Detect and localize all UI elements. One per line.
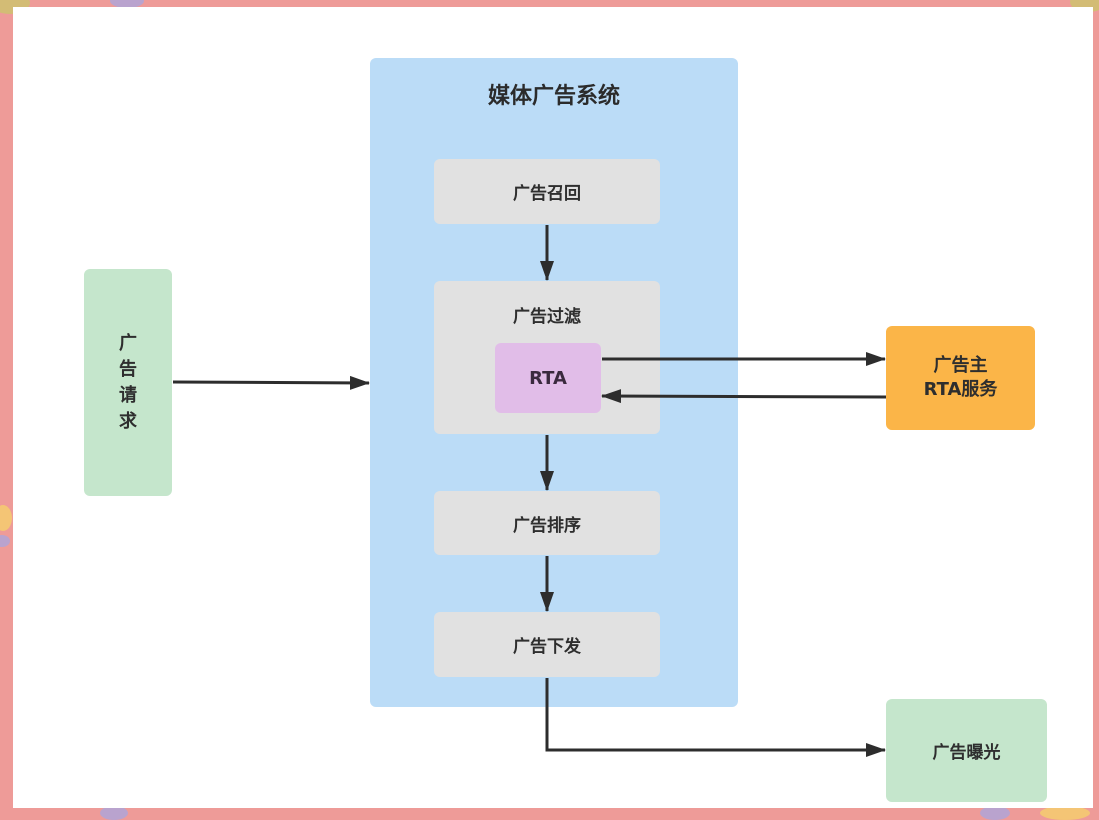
- ad-request-node: 广 告 请 求: [84, 269, 172, 496]
- media-ad-system-title: 媒体广告系统: [487, 84, 620, 109]
- advertiser-label: 广告主: [933, 355, 988, 376]
- advertiser-rta-service-node: 广告主 RTA服务: [886, 326, 1035, 430]
- border-decoration: [980, 806, 1010, 820]
- rta-service-label: RTA服务: [923, 379, 998, 400]
- border-decoration: [0, 505, 12, 531]
- ad-delivery-node: 广告下发: [434, 612, 660, 677]
- rta-node: RTA: [495, 343, 601, 413]
- ad-request-char: 请: [119, 384, 137, 406]
- ad-filter-label: 广告过滤: [513, 307, 581, 327]
- ad-request-char: 告: [119, 358, 137, 380]
- ad-ranking-node: 广告排序: [434, 491, 660, 555]
- border-decoration: [0, 535, 10, 547]
- border-decoration: [100, 806, 128, 820]
- ad-exposure-node: 广告曝光: [886, 699, 1047, 802]
- ad-request-char: 求: [119, 410, 137, 432]
- ad-request-char: 广: [119, 332, 137, 354]
- ad-recall-node: 广告召回: [434, 159, 660, 224]
- border-decoration: [1040, 806, 1090, 820]
- border-decoration: [110, 0, 144, 8]
